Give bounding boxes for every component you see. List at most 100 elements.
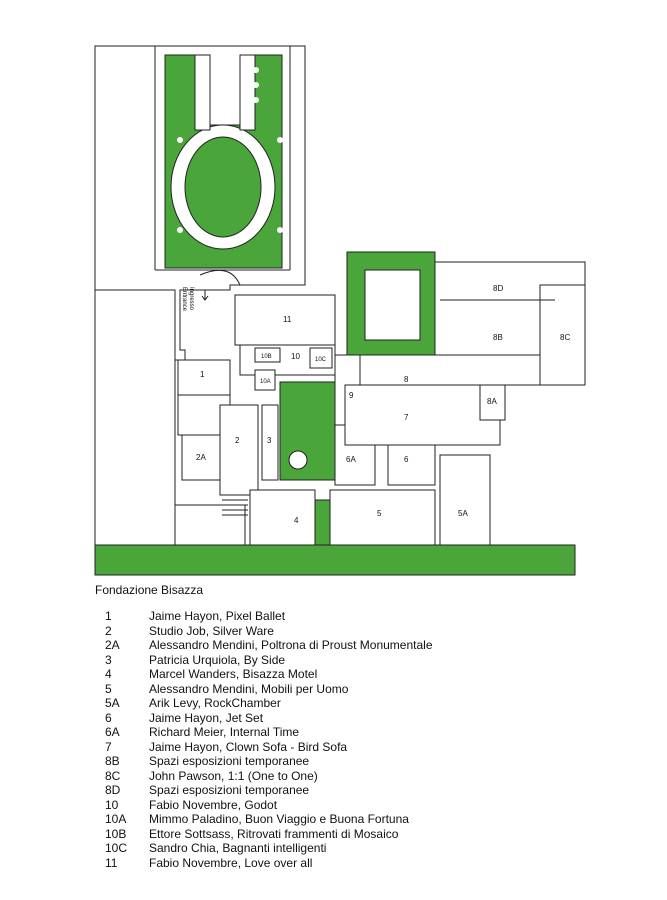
legend-item-number: 8B — [105, 754, 120, 768]
room-8 — [359, 354, 541, 386]
legend-item-number: 4 — [105, 667, 112, 681]
room-5a — [439, 454, 491, 546]
right-garden-inner — [364, 269, 421, 341]
legend-item-text: Spazi esposizioni temporanee — [149, 754, 310, 768]
room-label-8c: 8C — [560, 333, 570, 342]
shrub — [198, 82, 204, 88]
room-10a — [254, 369, 276, 391]
room-label-5: 5 — [377, 509, 382, 518]
legend-item-number: 8C — [105, 768, 121, 783]
legend-item-text: Fabio Novembre, Godot — [149, 797, 278, 812]
room-2 — [219, 404, 259, 496]
room-label-8d: 8D — [493, 284, 503, 293]
legend-item: 2A Alessandro Mendini, Poltrona di Proust… — [95, 638, 575, 653]
shrub — [253, 97, 259, 103]
room-label-10: 10 — [291, 352, 300, 361]
room-label-1: 1 — [200, 370, 205, 379]
shrub — [253, 67, 259, 73]
legend-item-text: Fabio Novembre, Love over all — [149, 855, 313, 870]
legend-item-number: 6 — [105, 710, 112, 725]
room-label-5a: 5A — [458, 509, 468, 518]
legend-item: 5 Alessandro Mendini, Mobili per Uomo — [95, 682, 575, 697]
legend-item-text: Alessandro Mendini, Poltrona di Proust M… — [149, 638, 433, 652]
legend-item-number: 6A — [105, 725, 120, 739]
room-lower-left — [174, 504, 246, 546]
legend-item-text: Sandro Chia, Bagnanti intelligenti — [149, 841, 327, 855]
legend-item: 2 Studio Job, Silver Ware — [95, 624, 575, 639]
legend-item-text: John Pawson, 1:1 (One to One) — [149, 768, 318, 783]
legend-item-number: 2 — [105, 623, 112, 638]
room-10c — [309, 347, 333, 369]
shrub — [177, 137, 183, 143]
legend-item: 10C Sandro Chia, Bagnanti intelligenti — [95, 841, 575, 856]
room-label-11: 11 — [283, 315, 292, 324]
shrub — [253, 82, 259, 88]
entrance-arc — [199, 269, 241, 286]
legend-item-number: 10B — [105, 826, 127, 841]
room-8c — [539, 284, 586, 386]
entrance-label-en: Entrance — [181, 287, 187, 312]
entrance-label: Ingresso — [188, 287, 194, 311]
legend-item-number: 10C — [105, 841, 128, 855]
room-label-7: 7 — [404, 413, 409, 422]
legend-item-text: Patricia Urquiola, By Side — [149, 652, 286, 667]
shrub — [177, 227, 183, 233]
legend-item-number: 5A — [105, 696, 120, 710]
legend-item-text: Studio Job, Silver Ware — [149, 623, 274, 638]
legend-item: 8D Spazi esposizioni temporanee — [95, 783, 575, 798]
legend-item-number: 3 — [105, 652, 112, 667]
legend-item: 3 Patricia Urquiola, By Side — [95, 653, 575, 668]
entrance-arrow — [201, 290, 209, 301]
legend-item: 10B Ettore Sottsass, Ritrovati frammenti … — [95, 827, 575, 842]
legend-item-number: 11 — [105, 855, 118, 870]
room-7 — [344, 384, 501, 446]
room-8a — [479, 384, 506, 421]
room-label-9: 9 — [349, 391, 354, 400]
room-label-6a: 6A — [346, 455, 356, 464]
room-label-10b: 10B — [261, 354, 272, 360]
inner-garden-strip — [314, 499, 331, 546]
room-3 — [261, 404, 279, 481]
legend-item-number: 5 — [105, 681, 112, 696]
inner-garden-tree — [288, 450, 308, 470]
garden-path-left — [194, 54, 211, 131]
street-garden-strip — [94, 544, 576, 576]
room-6 — [387, 439, 436, 486]
garden-shrubs — [177, 67, 283, 233]
shrub — [198, 97, 204, 103]
legend-item-text: Ettore Sottsass, Ritrovati frammenti di … — [149, 826, 399, 841]
legend-item-text: Spazi esposizioni temporanee — [149, 783, 310, 797]
shrub — [277, 227, 283, 233]
legend-item: 4 Marcel Wanders, Bisazza Motel — [95, 667, 575, 682]
legend-item-text: Marcel Wanders, Bisazza Motel — [149, 667, 318, 681]
legend-title: Fondazione Bisazza — [95, 583, 204, 597]
inner-garden — [279, 381, 336, 481]
legend-item: 8B Spazi esposizioni temporanee — [95, 754, 575, 769]
room-label-2a: 2A — [196, 453, 206, 462]
floor-plan-map: Ingresso Entrance 1 2 2A 3 4 5 5A 6 6A 7… — [94, 45, 586, 576]
room-label-8b: 8B — [493, 333, 503, 342]
legend-item-text: Mimmo Paladino, Buon Viaggio e Buona For… — [149, 812, 409, 826]
garden-path-right — [239, 54, 256, 131]
legend-item-number: 2A — [105, 638, 120, 652]
room-label-10c: 10C — [315, 357, 327, 363]
room-4 — [249, 489, 316, 546]
garden-oval-lawn — [184, 136, 262, 238]
room-label-3: 3 — [267, 436, 272, 445]
room-5 — [329, 489, 436, 546]
room-label-6: 6 — [404, 455, 409, 464]
room-label-4: 4 — [294, 516, 299, 525]
legend-item: 11 Fabio Novembre, Love over all — [95, 856, 575, 871]
legend-item-number: 8D — [105, 783, 121, 797]
legend-item-text: Jaime Hayon, Pixel Ballet — [149, 609, 286, 623]
legend-item-text: Alessandro Mendini, Mobili per Uomo — [149, 681, 349, 696]
room-label-8: 8 — [404, 375, 409, 384]
